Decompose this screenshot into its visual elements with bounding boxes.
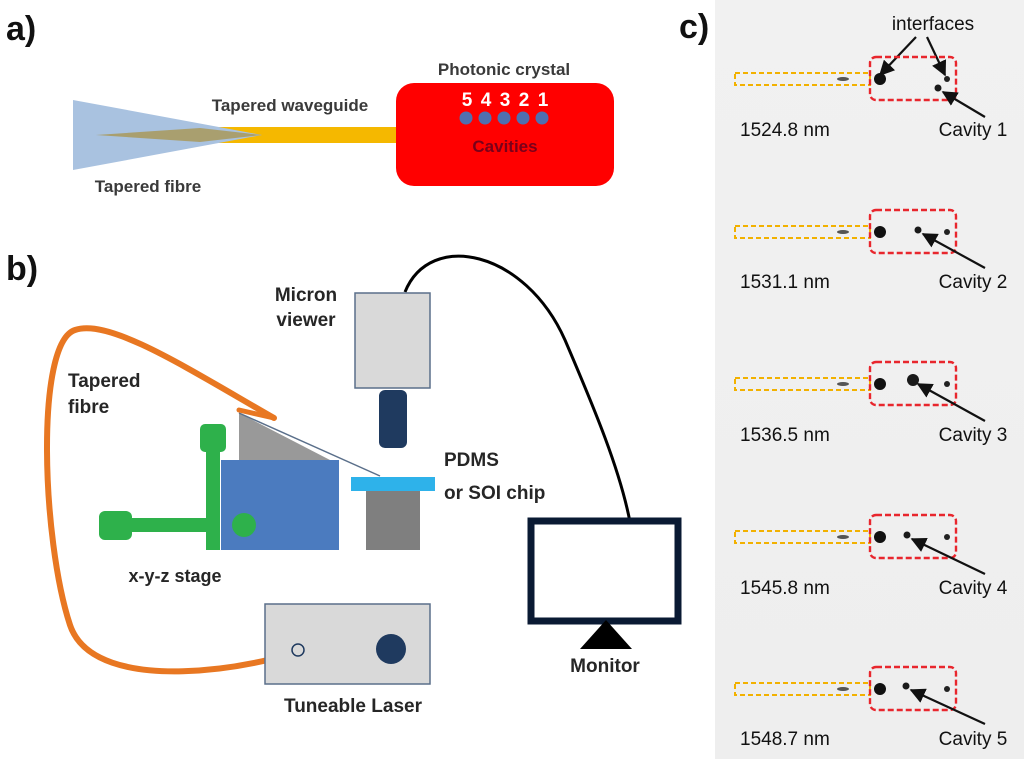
cavity-label: Cavity 1 <box>939 120 1008 141</box>
cavity-arrow <box>910 538 986 575</box>
tapered-fibre-label-line2: fibre <box>68 397 109 418</box>
cavity-hole <box>459 111 473 125</box>
laser-label: Tuneable Laser <box>284 696 423 717</box>
sample-chip <box>351 477 435 491</box>
interface-spot-right <box>944 534 950 540</box>
cavity-number: 4 <box>481 90 492 111</box>
cavity-number: 3 <box>500 90 511 111</box>
interface-spot-right <box>944 686 950 692</box>
waveguide-scatter <box>837 687 849 691</box>
cavities-label: Cavities <box>472 137 537 156</box>
cavity-arrow <box>916 383 986 422</box>
cavity-arrow <box>909 688 986 725</box>
cavity-spot <box>914 226 922 234</box>
tapered-fibre-label-line1: Tapered <box>68 371 141 392</box>
photonic-crystal-label: Photonic crystal <box>438 60 570 79</box>
stage-post <box>206 448 220 550</box>
cavity-label: Cavity 5 <box>939 729 1008 750</box>
crystal-outline <box>868 208 958 255</box>
panel-a-label: a) <box>6 10 36 48</box>
cavity-number: 5 <box>462 90 473 111</box>
stage-label: x-y-z stage <box>128 566 221 586</box>
crystal-outline <box>868 665 958 712</box>
monitor-stand <box>580 620 632 649</box>
fibre-end <box>236 407 277 421</box>
y-micrometer <box>232 513 256 537</box>
orange-fibre <box>44 325 301 675</box>
tapered-fibre-label: Tapered fibre <box>95 177 201 196</box>
sample-mount <box>366 491 420 550</box>
panel-c-label: c) <box>679 8 709 46</box>
laser-knob <box>376 634 406 664</box>
waveguide-scatter <box>837 230 849 234</box>
wavelength-label: 1536.5 nm <box>740 425 830 446</box>
sample-label-line1: PDMS <box>444 450 499 471</box>
wavelength-label: 1548.7 nm <box>740 729 830 750</box>
panel-a: a) 5 4 3 2 1 Cavities Photonic crystal T… <box>6 10 614 196</box>
cavity-spot <box>903 531 911 539</box>
panel-c: c) interfaces <box>679 0 1024 759</box>
interface-spot-left <box>874 73 886 85</box>
tapered-waveguide-label: Tapered waveguide <box>212 96 369 115</box>
cavity-arrow <box>921 233 986 269</box>
micron-viewer-label-line1: Micron <box>275 285 337 306</box>
cavity-hole <box>497 111 511 125</box>
cavity-arrow <box>941 91 986 118</box>
crystal-outline <box>868 55 958 102</box>
interfaces-label: interfaces <box>892 14 974 35</box>
interface-spot-left <box>874 683 886 695</box>
interface-spot-left <box>874 378 886 390</box>
cavity-label: Cavity 4 <box>939 578 1008 599</box>
cavity-spot <box>934 84 942 92</box>
cavity-holes <box>459 111 549 125</box>
micron-viewer-lens <box>379 390 407 448</box>
cavity-label: Cavity 3 <box>939 425 1008 446</box>
fibre-holder <box>239 413 330 460</box>
cavity-hole <box>478 111 492 125</box>
x-micrometer-rod <box>130 518 210 532</box>
monitor-screen <box>527 517 682 625</box>
crystal-outline <box>868 360 958 407</box>
laser-output-port <box>291 643 305 657</box>
wavelength-label: 1531.1 nm <box>740 272 830 293</box>
sample-label-line2: or SOI chip <box>444 483 545 504</box>
cavity-hole <box>516 111 530 125</box>
cavity-label: Cavity 2 <box>939 272 1008 293</box>
cavity-spot <box>907 374 919 386</box>
wavelength-label: 1524.8 nm <box>740 120 830 141</box>
waveguide-scatter <box>837 382 849 386</box>
micron-viewer-body <box>354 292 431 389</box>
interface-spot-right <box>944 381 950 387</box>
x-micrometer <box>99 511 132 540</box>
micrographs <box>734 55 986 725</box>
cavity-hole <box>535 111 549 125</box>
cavity-spot <box>902 682 910 690</box>
crystal-outline <box>868 513 958 560</box>
stage-block <box>221 460 339 550</box>
photonic-crystal <box>396 83 614 186</box>
interface-spot-right <box>944 76 950 82</box>
z-micrometer <box>200 424 226 452</box>
panel-b: b) Micron viewer Tapered fibre x-y-z sta… <box>6 250 682 717</box>
monitor-label: Monitor <box>570 656 640 677</box>
waveguide-scatter <box>837 535 849 539</box>
tapered-waveguide <box>200 127 410 143</box>
wavelength-label: 1545.8 nm <box>740 578 830 599</box>
laser-body <box>264 603 431 685</box>
cavity-number: 2 <box>519 90 530 111</box>
panel-b-label: b) <box>6 250 38 288</box>
micron-viewer-label-line2: viewer <box>276 310 336 331</box>
cavity-number: 1 <box>538 90 549 111</box>
interface-spot-left <box>874 226 886 238</box>
interface-spot-right <box>944 229 950 235</box>
waveguide-scatter <box>837 77 849 81</box>
interface-spot-left <box>874 531 886 543</box>
taper-overlap <box>96 128 262 142</box>
monitor-cable <box>403 254 632 523</box>
fibre-tip <box>238 412 381 477</box>
